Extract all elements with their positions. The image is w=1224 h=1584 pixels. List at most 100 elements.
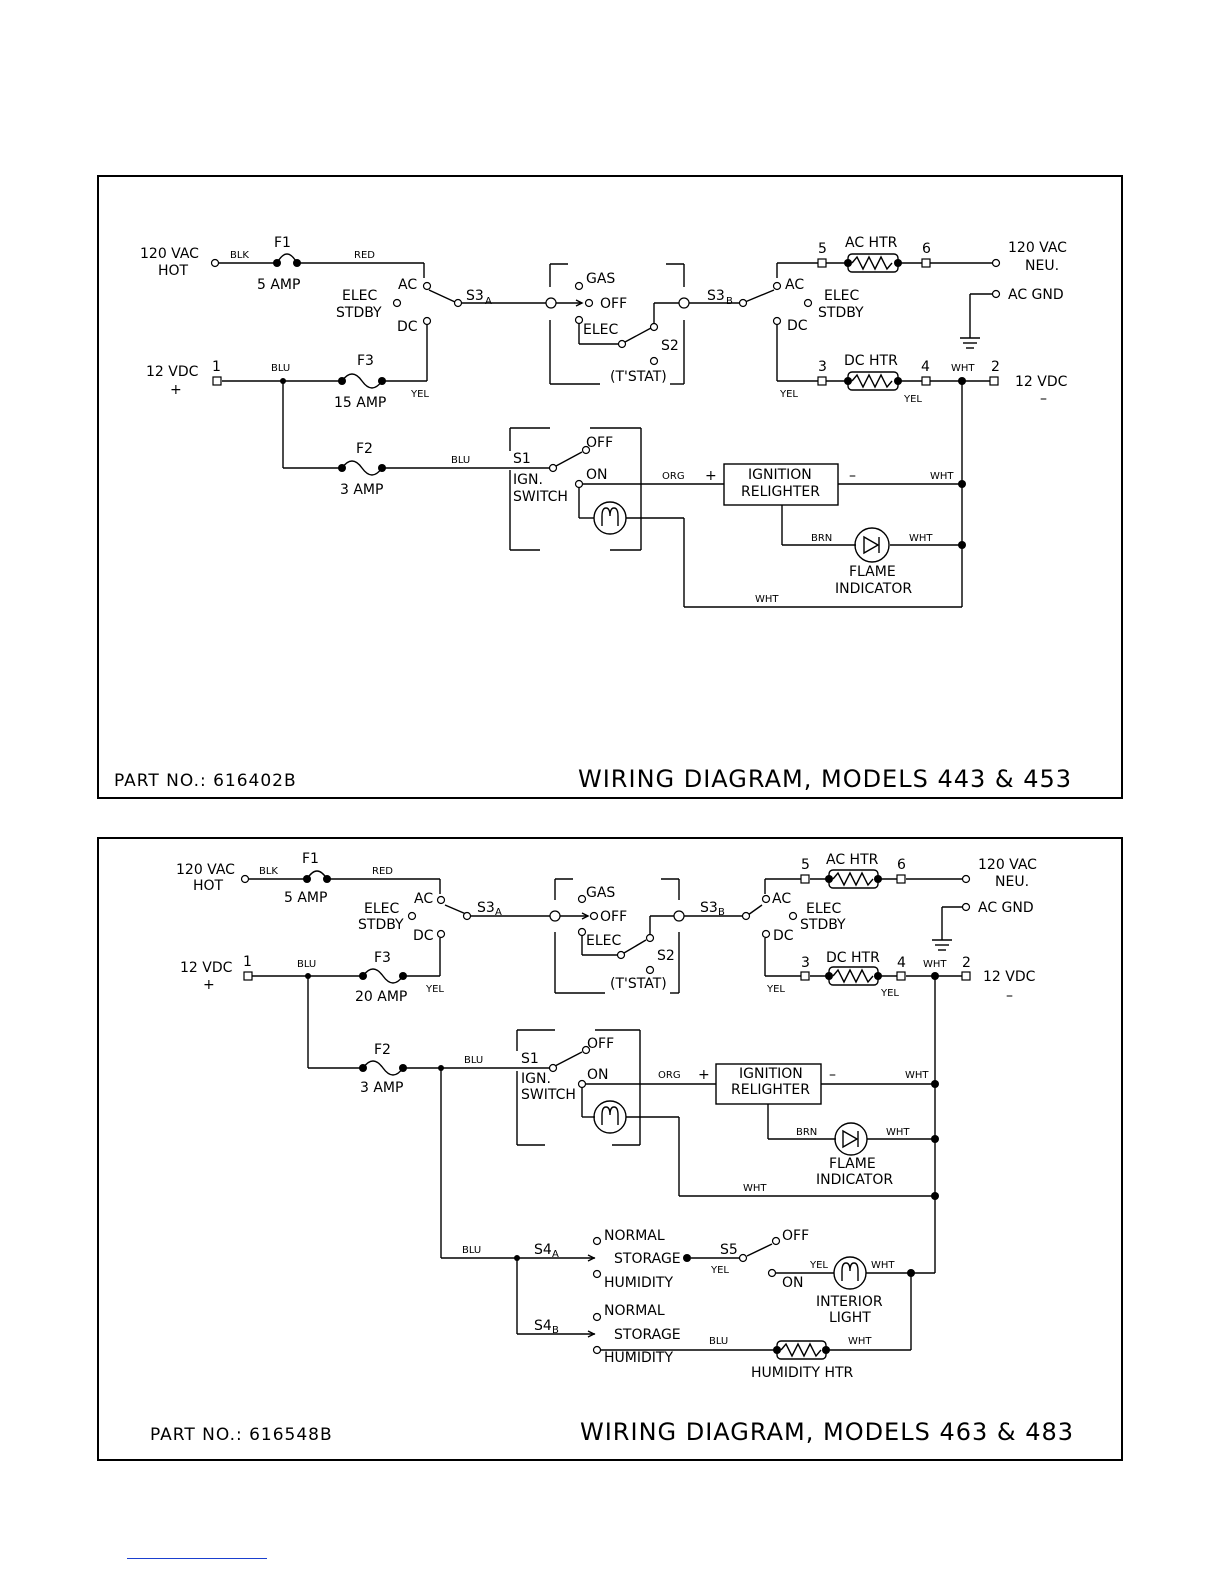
label-s5-on: ON: [782, 1275, 804, 1291]
label-wht2: WHT: [886, 1127, 910, 1138]
label-red: RED: [354, 250, 375, 261]
label-vac-hot-1: 120 VAC: [140, 246, 199, 262]
label-stdby-l: STDBY: [358, 917, 404, 933]
label-ignition: IGNITION: [748, 467, 812, 483]
label-ac-gnd: AC GND: [978, 900, 1034, 916]
label-t6: 6: [922, 241, 931, 257]
label-t1: 1: [243, 954, 252, 970]
label-normal-a: NORMAL: [604, 1228, 665, 1244]
label-dc-r: DC: [773, 928, 794, 944]
label-s4a-sub: A: [552, 1249, 559, 1260]
label-blk: BLK: [259, 866, 278, 877]
label-blu2: BLU: [451, 455, 470, 466]
label-indicator: INDICATOR: [816, 1172, 893, 1188]
label-s3a-sub: A: [485, 296, 492, 307]
label-wht3: WHT: [743, 1183, 767, 1194]
label-t4: 4: [921, 359, 930, 375]
label-ac-l: AC: [414, 891, 433, 907]
label-s1: S1: [521, 1051, 539, 1067]
diagram-frame-1: [97, 175, 1123, 799]
label-f3: F3: [374, 950, 391, 966]
label-light: LIGHT: [829, 1310, 871, 1326]
label-vdc-1: 12 VDC: [180, 960, 233, 976]
label-elec-r: ELEC: [824, 288, 859, 304]
label-s3b: S3: [700, 900, 718, 916]
diagram-title-2: WIRING DIAGRAM, MODELS 463 & 483: [580, 1418, 1074, 1446]
label-ac-r: AC: [785, 277, 804, 293]
label-yel-r1: YEL: [766, 984, 785, 995]
label-s1-off: OFF: [586, 435, 613, 451]
label-elec-l: ELEC: [364, 901, 399, 917]
label-vac-neu-1: 120 VAC: [1008, 240, 1067, 256]
label-t2: 2: [991, 359, 1000, 375]
label-f2: F2: [374, 1042, 391, 1058]
label-humidity-b: HUMIDITY: [604, 1350, 673, 1366]
label-ac-r: AC: [772, 891, 791, 907]
label-minus: –: [849, 468, 856, 484]
label-gas: GAS: [586, 885, 615, 901]
label-s5: S5: [720, 1242, 738, 1258]
label-yel-r2: YEL: [880, 988, 899, 999]
label-blu1: BLU: [271, 363, 290, 374]
label-yel-r1: YEL: [779, 389, 798, 400]
label-s4b: S4: [534, 1318, 552, 1334]
label-org: ORG: [662, 471, 685, 482]
label-minus: –: [829, 1067, 836, 1083]
label-t4: 4: [897, 955, 906, 971]
label-t5: 5: [801, 857, 810, 873]
label-interior: INTERIOR: [816, 1294, 883, 1310]
label-wht1: WHT: [930, 471, 954, 482]
label-ac-gnd: AC GND: [1008, 287, 1064, 303]
label-off: OFF: [600, 296, 627, 312]
footer-link-underline: [127, 1558, 267, 1559]
label-vdc-plus: +: [203, 977, 215, 993]
label-s3a-sub: A: [495, 907, 502, 918]
label-blu1: BLU: [297, 959, 316, 970]
label-t3: 3: [801, 955, 810, 971]
label-storage-b: STORAGE: [614, 1327, 681, 1343]
label-dc-l: DC: [397, 319, 418, 335]
label-ac-htr: AC HTR: [826, 852, 879, 868]
label-s1-on: ON: [587, 1067, 609, 1083]
diagram-title-1: WIRING DIAGRAM, MODELS 443 & 453: [578, 765, 1072, 793]
label-s3b-sub: B: [726, 296, 733, 307]
label-t5: 5: [818, 241, 827, 257]
label-vac-neu-2: NEU.: [1025, 258, 1059, 274]
label-f2-amp: 3 AMP: [360, 1080, 403, 1096]
label-elec-t: ELEC: [586, 933, 621, 949]
label-dc-l: DC: [413, 928, 434, 944]
label-blu3: BLU: [462, 1245, 481, 1256]
label-flame: FLAME: [849, 564, 896, 580]
label-wht-h: WHT: [848, 1336, 872, 1347]
label-f3-amp: 15 AMP: [334, 395, 386, 411]
label-wht3: WHT: [755, 594, 779, 605]
label-t3: 3: [818, 359, 827, 375]
label-org: ORG: [658, 1070, 681, 1081]
part-number-1: PART NO.: 616402B: [114, 771, 297, 791]
label-f1-amp: 5 AMP: [257, 277, 300, 293]
label-yel-l: YEL: [809, 1260, 828, 1271]
label-t1: 1: [212, 359, 221, 375]
label-stdby-l: STDBY: [336, 305, 382, 321]
label-ac-htr: AC HTR: [845, 235, 898, 251]
label-flame: FLAME: [829, 1156, 876, 1172]
label-vdc-minus: –: [1040, 391, 1047, 407]
label-vdc-r: 12 VDC: [983, 969, 1036, 985]
label-vdc-plus: +: [170, 382, 182, 398]
label-vac-hot-1: 120 VAC: [176, 862, 235, 878]
label-ignition: IGNITION: [739, 1066, 803, 1082]
label-s1: S1: [513, 451, 531, 467]
label-elec-r: ELEC: [806, 901, 841, 917]
label-brn: BRN: [811, 533, 832, 544]
label-elec-t: ELEC: [583, 322, 618, 338]
label-stdby-r: STDBY: [818, 305, 864, 321]
label-relighter: RELIGHTER: [731, 1082, 810, 1098]
label-vac-hot-2: HOT: [158, 263, 189, 279]
label-plus: +: [705, 468, 717, 484]
label-dc-htr: DC HTR: [826, 950, 880, 966]
label-s3b-sub: B: [718, 907, 725, 918]
label-f3: F3: [357, 353, 374, 369]
label-tstat: (T'STAT): [610, 976, 667, 992]
label-s3a: S3: [477, 900, 495, 916]
label-blk: BLK: [230, 250, 249, 261]
